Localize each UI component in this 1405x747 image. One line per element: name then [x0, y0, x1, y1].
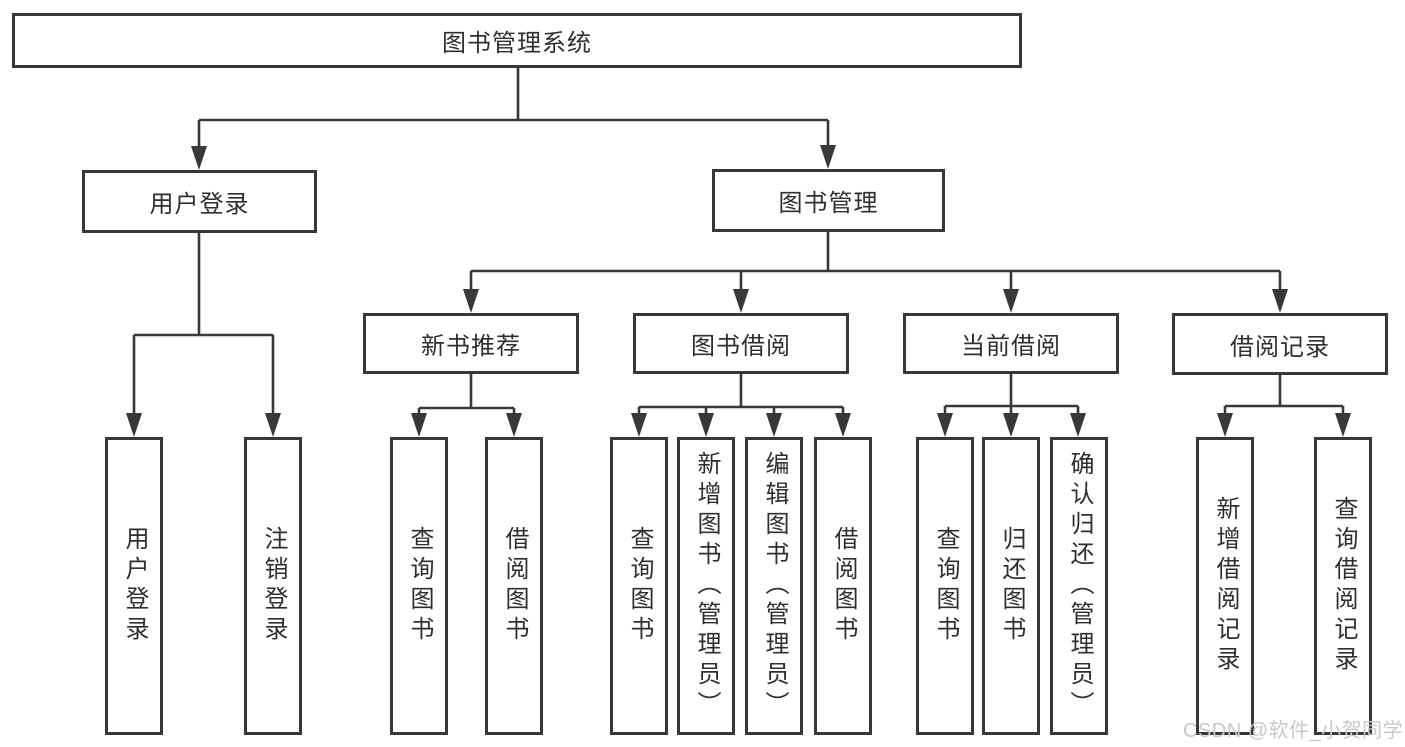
arrowheads	[126, 145, 1351, 437]
leaf-label: 借阅图书	[830, 526, 857, 646]
connector-borrow-to-leaves	[637, 374, 845, 414]
leaf-label: 查询借阅记录	[1330, 496, 1357, 676]
leaf-query-borrow-record: 查询借阅记录	[1314, 437, 1372, 735]
node-user-login: 用户登录	[82, 170, 317, 233]
leaf-borrow-books-2: 借阅图书	[814, 437, 872, 735]
node-current-borrowing: 当前借阅	[903, 313, 1119, 374]
node-library-system: 图书管理系统	[12, 13, 1022, 68]
arrowhead-icon	[698, 413, 714, 437]
arrowhead-icon	[463, 289, 479, 313]
arrowhead-icon	[1003, 289, 1019, 313]
arrowhead-icon	[1272, 289, 1288, 313]
connector-bookmgmt-to-level3	[469, 232, 1282, 290]
leaf-query-books-1: 查询图书	[390, 437, 448, 735]
node-new-book-recommend: 新书推荐	[363, 313, 579, 374]
leaf-label: 新增图书（管理员）	[693, 451, 720, 721]
leaf-return-books: 归还图书	[982, 437, 1040, 735]
arrowhead-icon	[126, 413, 142, 437]
arrowhead-icon	[766, 413, 782, 437]
connector-record-to-leaves	[1223, 374, 1345, 414]
leaf-label: 新增借阅记录	[1212, 496, 1239, 676]
arrowhead-icon	[835, 413, 851, 437]
leaf-label: 借阅图书	[501, 526, 528, 646]
leaf-label: 归还图书	[998, 526, 1025, 646]
arrowhead-icon	[1070, 413, 1086, 437]
leaf-label: 查询图书	[406, 526, 433, 646]
leaf-confirm-return-admin: 确认归还（管理员）	[1050, 437, 1108, 735]
node-book-borrowing: 图书借阅	[633, 313, 849, 374]
arrowhead-icon	[1335, 413, 1351, 437]
arrowhead-icon	[733, 289, 749, 313]
leaf-query-books-2: 查询图书	[610, 437, 668, 735]
leaf-label: 查询图书	[932, 526, 959, 646]
csdn-watermark: CSDN @软件_小贺同学	[1183, 720, 1404, 742]
arrowhead-icon	[265, 413, 281, 437]
leaf-label: 查询图书	[626, 526, 653, 646]
leaf-add-borrow-record: 新增借阅记录	[1196, 437, 1254, 735]
leaf-edit-books-admin: 编辑图书（管理员）	[745, 437, 803, 735]
node-borrowing-records: 借阅记录	[1172, 313, 1388, 375]
arrowhead-icon	[191, 146, 207, 170]
leaf-logout: 注销登录	[244, 437, 302, 735]
connector-newbook-to-leaves	[417, 374, 516, 414]
connector-root-to-level2	[197, 68, 830, 147]
arrowhead-icon	[937, 413, 953, 437]
connector-userlogin-to-leaves	[132, 233, 275, 414]
leaf-label: 用户登录	[121, 526, 148, 646]
leaf-user-login: 用户登录	[105, 437, 163, 735]
leaf-label: 确认归还（管理员）	[1066, 451, 1093, 721]
arrowhead-icon	[820, 145, 836, 169]
leaf-query-books-3: 查询图书	[916, 437, 974, 735]
leaf-label: 注销登录	[260, 526, 287, 646]
arrowhead-icon	[1003, 413, 1019, 437]
arrowhead-icon	[411, 413, 427, 437]
connector-current-to-leaves	[943, 374, 1080, 414]
arrowhead-icon	[1217, 413, 1233, 437]
arrowhead-icon	[631, 413, 647, 437]
node-book-management: 图书管理	[712, 169, 945, 232]
leaf-add-books-admin: 新增图书（管理员）	[677, 437, 735, 735]
arrowhead-icon	[506, 413, 522, 437]
leaf-label: 编辑图书（管理员）	[761, 451, 788, 721]
leaf-borrow-books-1: 借阅图书	[485, 437, 543, 735]
